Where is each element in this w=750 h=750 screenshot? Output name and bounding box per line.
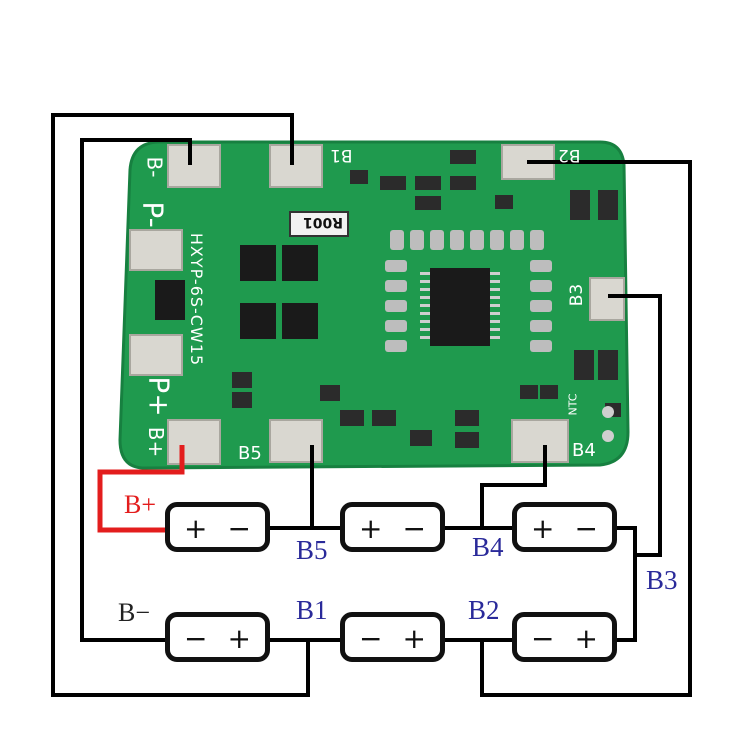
cell-top-1: + − (165, 502, 270, 552)
cell-bottom-1: − + (165, 612, 270, 662)
wires (51, 113, 692, 697)
pad-b-plus (167, 419, 221, 465)
transistor-chip (155, 280, 185, 320)
wire-b2 (480, 160, 692, 697)
pad-b-minus (167, 144, 221, 188)
silk-b3: B3 (567, 283, 588, 307)
pcb-board (118, 140, 630, 470)
wire-b3 (608, 294, 662, 557)
silk-ntc: NTC (566, 393, 580, 416)
control-ic (430, 268, 490, 346)
silk-model: HXYP-6S-CW15 (187, 232, 207, 367)
wire-b1 (51, 113, 310, 697)
capacitor-row (385, 230, 552, 352)
silk-resistor-code: R001 (303, 214, 344, 230)
pad-b1 (269, 144, 323, 188)
cell-terminal: − (531, 622, 555, 655)
cell-bottom-2: − + (340, 612, 445, 662)
cell-terminal: + (227, 622, 251, 655)
cell-terminal: + (574, 622, 598, 655)
silk-b-minus: B- (142, 156, 167, 178)
cell-terminal: + (402, 622, 426, 655)
silk-p-plus: P+ (142, 376, 176, 417)
cell-terminal: + (359, 512, 383, 545)
cell-terminal: + (531, 512, 555, 545)
pad-b4 (511, 419, 569, 463)
mosfet-chip (282, 245, 318, 281)
pad-b3 (589, 277, 625, 321)
cell-terminal: − (184, 622, 208, 655)
label-b1: B1 (296, 595, 328, 625)
cell-terminal: − (402, 512, 426, 545)
shunt-resistor (289, 211, 349, 237)
smd-components (232, 150, 621, 448)
cell-terminal: − (359, 622, 383, 655)
label-b4: B4 (472, 532, 504, 562)
mosfet-chip (240, 303, 276, 339)
label-b-plus: B+ (124, 490, 157, 519)
label-b-minus: B− (118, 598, 151, 627)
ntc-pad (602, 406, 614, 418)
wire-b4 (480, 445, 547, 528)
mosfet-chip (240, 245, 276, 281)
label-b2: B2 (468, 595, 500, 625)
label-b5: B5 (296, 535, 328, 565)
silk-b4: B4 (572, 440, 596, 461)
mosfet-chip (282, 303, 318, 339)
link-b3-cross (617, 526, 637, 642)
cell-top-3: + − (512, 502, 617, 552)
cell-terminal: + (184, 512, 208, 545)
cell-terminal: − (574, 512, 598, 545)
silk-b2: B2 (558, 145, 581, 165)
pad-p-minus (129, 229, 183, 271)
silk-b1: B1 (330, 145, 353, 165)
wire-b-minus (80, 138, 192, 642)
label-b3: B3 (646, 565, 678, 595)
silk-b5: B5 (238, 443, 262, 464)
wire-b-plus (97, 445, 185, 533)
ntc-pad (602, 430, 614, 442)
cell-bottom-3: − + (512, 612, 617, 662)
cell-top-2: + − (340, 502, 445, 552)
pad-b5 (269, 419, 323, 463)
silk-b-plus: B+ (144, 426, 169, 458)
pad-p-plus (129, 334, 183, 376)
silk-p-minus: P- (136, 201, 170, 228)
cell-terminal: − (227, 512, 251, 545)
